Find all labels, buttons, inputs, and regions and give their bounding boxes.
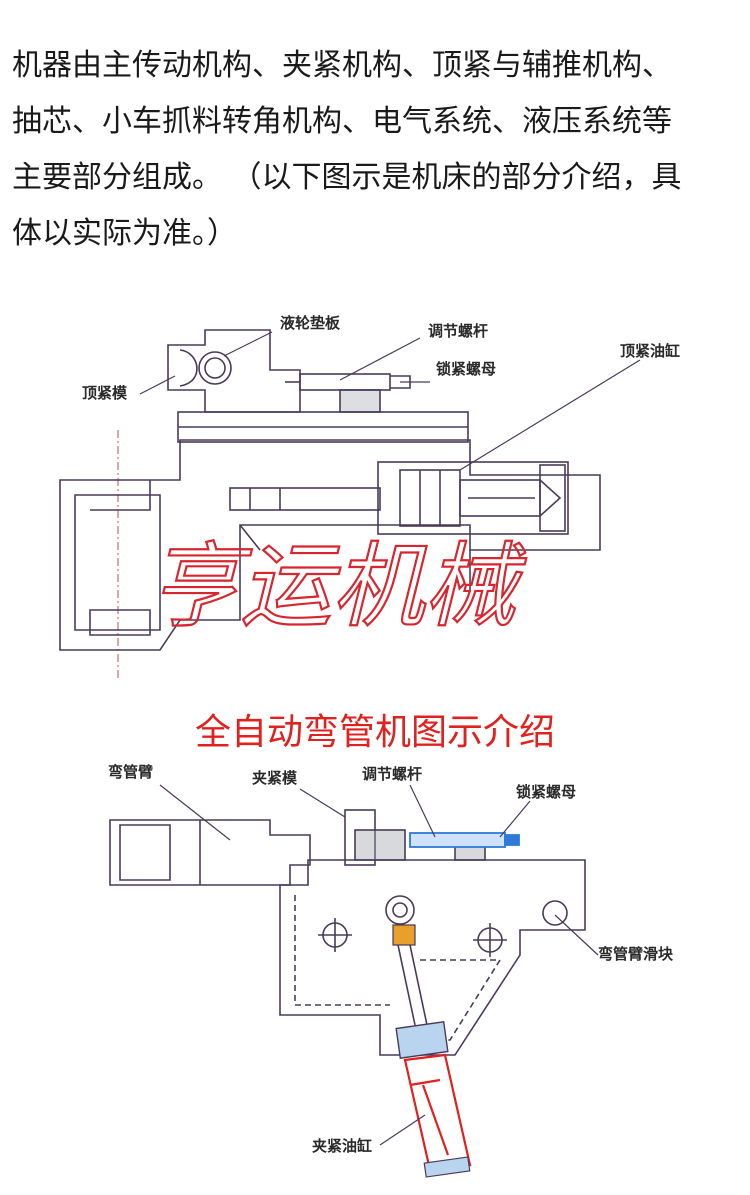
intro-line-4: 体以实际为准。）	[12, 216, 237, 251]
label-clamp-die: 夹紧模	[252, 769, 298, 787]
intro-line-1: 机器由主传动机构、夹紧机构、顶紧与辅推机构、	[12, 48, 672, 83]
intro-text: 机器由主传动机构、夹紧机构、顶紧与辅推机构、 抽芯、小车抓料转角机构、电气系统、…	[12, 38, 740, 262]
intro-line-2: 抽芯、小车抓料转角机构、电气系统、液压系统等	[12, 104, 672, 139]
clamping-mechanism-diagram: 液轮垫板 调节螺杆 锁紧螺母 顶紧油缸 顶紧模 亨运机械	[59, 314, 680, 680]
label-bending-arm: 弯管臂	[108, 763, 153, 781]
bending-arm-diagram: 弯管臂 夹紧模 调节螺杆 锁紧螺母 弯管臂滑块 夹紧油缸	[108, 763, 674, 1178]
label-lock-nut: 锁紧螺母	[436, 360, 496, 378]
label-clamp-cylinder: 夹紧油缸	[312, 1137, 372, 1155]
diagram-subtitle: 全自动弯管机图示介绍	[194, 712, 555, 753]
label-adjusting-screw: 调节螺杆	[428, 322, 488, 340]
label-adjusting-screw-2: 调节螺杆	[362, 765, 422, 783]
watermark: 亨运机械	[148, 533, 527, 640]
label-top-cylinder: 顶紧油缸	[620, 342, 680, 360]
intro-line-3: 主要部分组成。 （以下图示是机床的部分介绍，具	[12, 160, 682, 195]
label-top-die: 顶紧模	[82, 384, 128, 402]
label-lock-nut-2: 锁紧螺母	[516, 783, 576, 801]
label-pad: 液轮垫板	[280, 314, 341, 332]
label-arm-slider: 弯管臂滑块	[598, 945, 674, 963]
